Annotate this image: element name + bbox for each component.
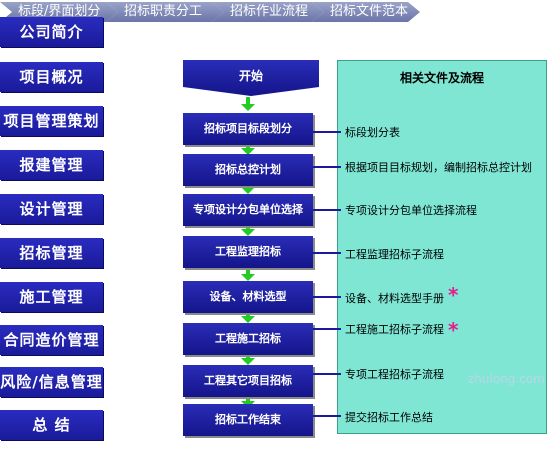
flow-arrow-icon: [241, 141, 255, 155]
connector-line: [313, 209, 341, 211]
tab-templates[interactable]: 招标文件范本: [312, 2, 420, 22]
sidebar-item-planning[interactable]: 项目管理策划: [0, 106, 103, 136]
watermark: zhulong.com: [468, 372, 545, 386]
sidebar-item-permits[interactable]: 报建管理: [0, 150, 103, 180]
flow-step-supervision[interactable]: 工程监理招标: [183, 236, 313, 268]
sidebar-item-company[interactable]: 公司简介: [0, 17, 103, 47]
panel-title: 相关文件及流程: [399, 71, 484, 85]
flow-arrow-icon: [241, 309, 255, 323]
flow-step-master-plan[interactable]: 招标总控计划: [183, 154, 313, 186]
star-icon: *: [448, 318, 459, 342]
flow-arrow-icon: [241, 180, 255, 194]
note-design-flow[interactable]: 专项设计分包单位选择流程: [345, 204, 477, 217]
note-summary[interactable]: 提交招标工作总结: [345, 411, 433, 424]
flow-start: 开始: [183, 60, 319, 96]
connector-line: [313, 131, 341, 133]
flow-step-other-projects[interactable]: 工程其它项目招标: [183, 365, 313, 397]
sidebar-item-contract-cost[interactable]: 合同造价管理: [0, 325, 103, 355]
connector-line: [313, 328, 341, 330]
note-materials-manual[interactable]: 设备、材料选型手册: [345, 292, 444, 305]
tab-workflow[interactable]: 招标作业流程: [212, 2, 324, 22]
flow-step-construction[interactable]: 工程施工招标: [183, 323, 313, 355]
flow-step-finish[interactable]: 招标工作结束: [183, 404, 313, 436]
sidebar-item-overview[interactable]: 项目概况: [0, 62, 103, 92]
connector-line: [313, 252, 341, 254]
connector-line: [313, 373, 341, 375]
note-master-plan[interactable]: 根据项目目标规划，编制招标总控计划: [345, 161, 532, 174]
connector-line: [313, 296, 341, 298]
note-supervision-flow[interactable]: 工程监理招标子流程: [345, 248, 444, 261]
note-section-table[interactable]: 标段划分表: [345, 126, 400, 139]
connector-line: [313, 166, 341, 168]
related-files-panel: 相关文件及流程: [337, 60, 547, 434]
sidebar-item-risk-info[interactable]: 风险/信息管理: [0, 367, 103, 397]
flow-arrow-icon: [241, 222, 255, 236]
sidebar-item-summary[interactable]: 总 结: [0, 410, 103, 440]
flow-arrow-icon: [241, 97, 255, 111]
sidebar-item-tendering[interactable]: 招标管理: [0, 238, 103, 268]
sidebar-item-construction[interactable]: 施工管理: [0, 282, 103, 312]
note-special-flow[interactable]: 专项工程招标子流程: [345, 368, 444, 381]
tab-responsibility[interactable]: 招标职责分工: [106, 2, 224, 22]
sidebar-item-design[interactable]: 设计管理: [0, 194, 103, 224]
flow-arrow-icon: [241, 351, 255, 365]
flow-step-materials[interactable]: 设备、材料选型: [183, 281, 313, 313]
note-construction-flow[interactable]: 工程施工招标子流程: [345, 323, 444, 336]
flow-arrow-icon: [241, 267, 255, 281]
flow-step-design-subcontract[interactable]: 专项设计分包单位选择: [183, 194, 313, 226]
connector-line: [313, 415, 341, 417]
flow-step-section-division[interactable]: 招标项目标段划分: [183, 113, 313, 145]
star-icon: *: [448, 283, 459, 307]
